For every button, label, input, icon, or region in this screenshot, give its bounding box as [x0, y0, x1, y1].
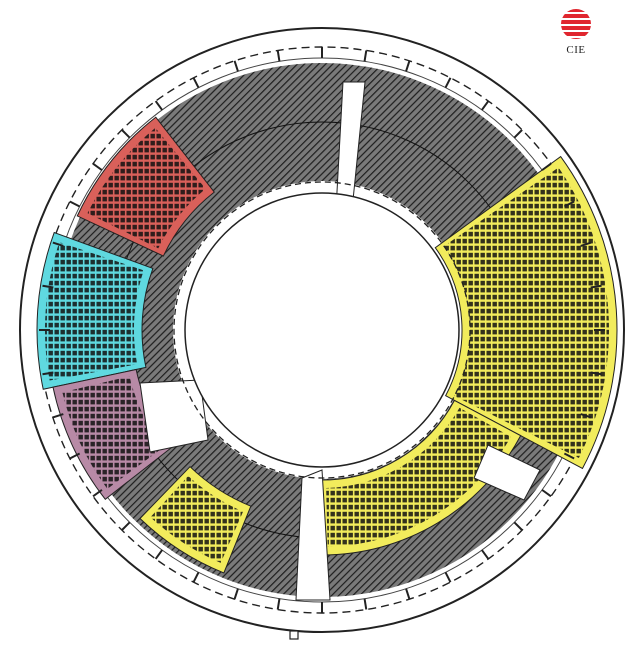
wall-tick: [481, 549, 490, 560]
arena-floor: [173, 181, 471, 479]
wall-tick: [541, 162, 552, 171]
wall-tick: [121, 521, 131, 531]
wall-tick: [405, 588, 411, 600]
wall-tick: [580, 413, 592, 419]
wall-tick: [42, 284, 54, 289]
wall-tick: [233, 60, 239, 72]
yellow-section-east-seats: [443, 167, 609, 459]
yellow-section-south-seats: [326, 407, 511, 547]
cyan-section-seats: [44, 242, 144, 381]
red-section-seats: [87, 127, 206, 249]
wall-tick: [69, 452, 81, 460]
outer-wall-ticks: [39, 47, 605, 613]
wall-tick: [69, 200, 81, 208]
wall-tick: [42, 371, 54, 376]
seat-rows: [44, 127, 609, 563]
wall-tick: [590, 284, 602, 289]
wall-tick: [481, 100, 490, 111]
wall-tick: [541, 489, 552, 498]
striped-globe-icon: [561, 9, 591, 39]
wall-tick: [513, 129, 523, 139]
wall-tick: [444, 77, 452, 89]
wall-tick: [276, 50, 281, 62]
wall-tick: [192, 571, 200, 583]
entrance-marker: [289, 630, 299, 640]
wall-tick: [580, 241, 592, 247]
wall-tick: [363, 598, 368, 610]
wall-tick: [444, 571, 452, 583]
wall-tick: [563, 200, 575, 208]
wall-tick: [363, 50, 368, 62]
wall-tick: [154, 100, 163, 111]
wall-tick: [52, 241, 64, 247]
wall-tick: [405, 60, 411, 72]
cie-logo: CIE: [556, 6, 596, 62]
wall-tick: [154, 549, 163, 560]
wall-tick: [52, 413, 64, 419]
yellow-section-southwest-seats: [150, 475, 244, 563]
wall-tick: [92, 489, 103, 498]
wall-tick: [92, 162, 103, 171]
wall-tick: [121, 129, 131, 139]
wall-tick: [590, 371, 602, 376]
wall-tick: [192, 77, 200, 89]
wall-tick: [513, 521, 523, 531]
mauve-section-seats: [62, 376, 163, 489]
logo-text: CIE: [566, 44, 586, 56]
wall-tick: [563, 452, 575, 460]
wall-tick: [276, 598, 281, 610]
wall-tick: [233, 588, 239, 600]
